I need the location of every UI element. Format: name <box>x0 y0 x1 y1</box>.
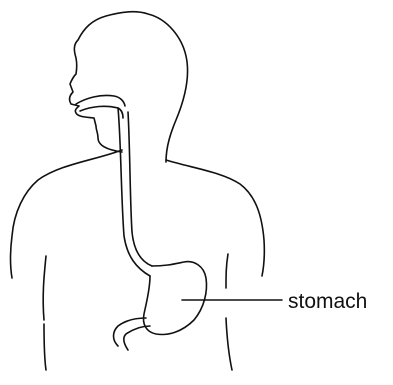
esophagus-right-wall <box>128 112 152 266</box>
duodenum-inner <box>124 326 150 350</box>
right-arm-inner <box>226 254 232 370</box>
body-right-outline <box>166 160 264 276</box>
stomach-outline <box>144 262 207 335</box>
body-left-outline <box>11 150 123 278</box>
mouth-cavity-lower <box>80 106 123 118</box>
left-arm-inner <box>43 256 46 370</box>
mouth-cavity <box>76 95 125 106</box>
stomach-label: stomach <box>288 290 367 313</box>
esophagus-left-wall <box>118 108 150 276</box>
